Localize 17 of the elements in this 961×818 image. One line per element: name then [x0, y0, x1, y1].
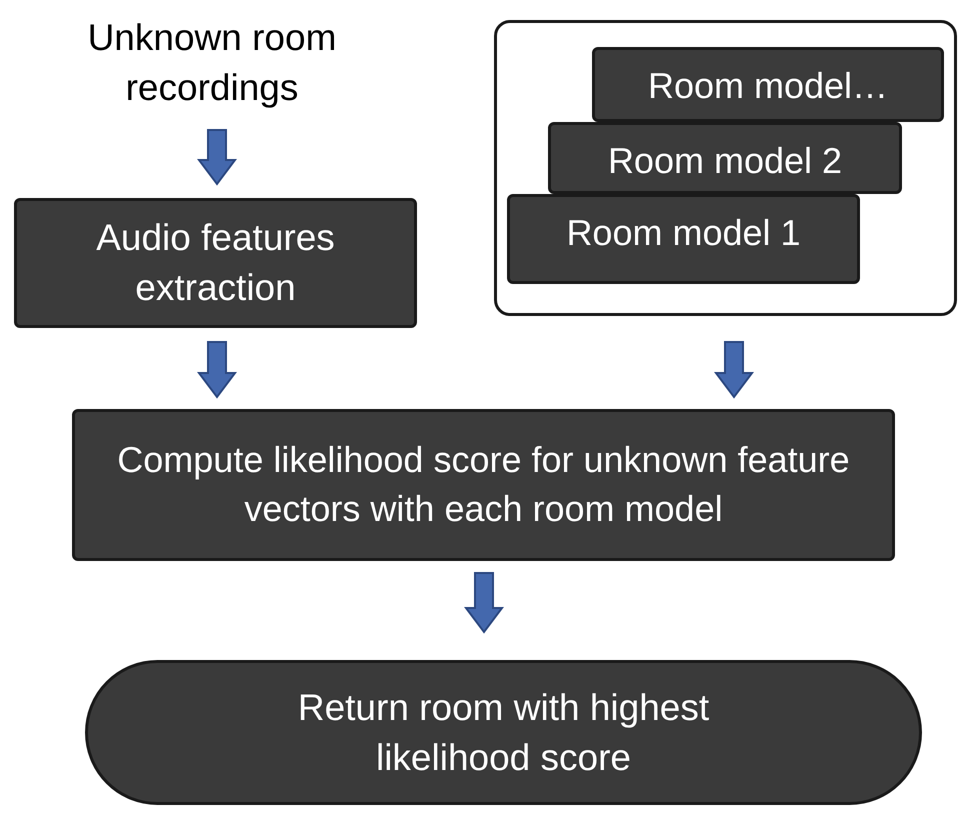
- box-label: Return room with highest likelihood score: [296, 686, 710, 780]
- box-label: Compute likelihood score for unknown feature vectors with each room model: [116, 438, 851, 531]
- box-label: Room model 1: [565, 211, 802, 255]
- box-label: Room model 2: [606, 139, 844, 183]
- model-group-panel: [494, 20, 957, 316]
- room-model-box: [507, 194, 860, 284]
- room-model-box: [548, 122, 902, 194]
- box-label: Room model…: [646, 64, 890, 108]
- process-box: [14, 198, 417, 328]
- block-arrow: [197, 129, 237, 186]
- block-arrow: [714, 341, 754, 399]
- process-box: [72, 409, 895, 561]
- input-label-text: Unknown room recordings: [86, 16, 338, 110]
- block-arrow: [464, 572, 504, 634]
- block-arrow: [197, 341, 237, 399]
- box-label: Audio features extraction: [95, 216, 336, 310]
- room-model-box: [592, 47, 944, 122]
